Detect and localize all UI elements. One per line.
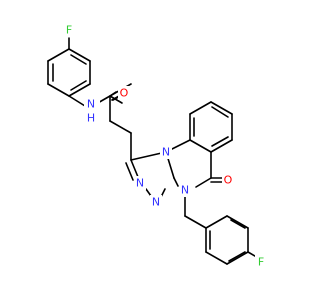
amide-nitrogen: N H bbox=[84, 98, 100, 125]
triazole-nitrogen-1-label: N bbox=[136, 177, 144, 190]
ring-nitrogen-b: N bbox=[179, 183, 191, 197]
bond bbox=[189, 101, 212, 115]
fluorine-bottom: F bbox=[255, 255, 267, 269]
atom-labels: F N H O N N N bbox=[63, 23, 267, 269]
bond bbox=[47, 48, 70, 62]
molecule-structure: F N H O N N N bbox=[47, 23, 267, 269]
bond bbox=[70, 54, 87, 65]
bond bbox=[145, 188, 152, 197]
bonds bbox=[47, 37, 261, 265]
bond bbox=[195, 177, 212, 188]
amide-oxygen-label: O bbox=[120, 87, 129, 100]
ring-nitrogen-a-label: N bbox=[162, 146, 170, 159]
bond bbox=[130, 159, 139, 178]
bond bbox=[228, 251, 246, 262]
bond bbox=[47, 83, 70, 97]
ketone-oxygen-label: O bbox=[224, 174, 233, 187]
bond bbox=[211, 106, 229, 118]
bond bbox=[205, 215, 228, 229]
bond bbox=[68, 83, 91, 97]
amide-nitrogen-label: N bbox=[87, 98, 95, 111]
bond bbox=[189, 139, 212, 153]
bond bbox=[205, 251, 228, 265]
ketone-oxygen: O bbox=[222, 173, 234, 187]
bond bbox=[173, 177, 179, 187]
ring-nitrogen-a: N bbox=[160, 145, 172, 159]
bond bbox=[70, 80, 87, 91]
fluorine-top: F bbox=[63, 23, 75, 37]
bond bbox=[210, 101, 233, 115]
bond bbox=[68, 95, 86, 107]
fluorine-bottom-label: F bbox=[258, 256, 264, 269]
structure-drawing: F N H O N N N bbox=[47, 23, 267, 269]
bond bbox=[226, 251, 249, 265]
triazole-nitrogen-2: N bbox=[150, 195, 162, 209]
bond bbox=[226, 215, 249, 229]
triazole-nitrogen-1: N bbox=[134, 176, 146, 190]
bond bbox=[210, 139, 233, 153]
triazole-nitrogen-2-label: N bbox=[152, 196, 160, 209]
bond bbox=[230, 219, 246, 229]
bond bbox=[211, 136, 229, 147]
bond bbox=[125, 162, 134, 181]
bond bbox=[68, 48, 91, 62]
fluorine-top-label: F bbox=[66, 24, 72, 37]
bond bbox=[109, 120, 132, 134]
bond bbox=[184, 215, 207, 229]
ring-nitrogen-b-label: N bbox=[181, 184, 189, 197]
amide-oxygen: O bbox=[118, 86, 130, 100]
amide-hydrogen-label: H bbox=[87, 112, 95, 125]
bond bbox=[109, 95, 123, 104]
